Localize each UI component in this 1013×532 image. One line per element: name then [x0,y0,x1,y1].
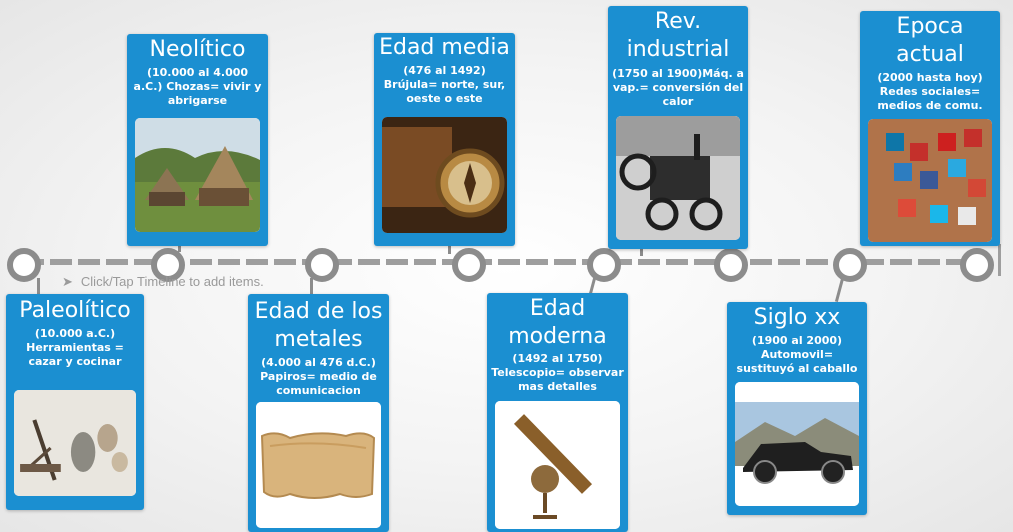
event-title: Edad de los metales [248,298,389,354]
connector-moderna [589,278,596,294]
timeline-node-5[interactable] [587,248,621,282]
event-card-actual[interactable]: Epoca actual (2000 hasta hoy) Redes soci… [860,11,1000,246]
papyrus-image [256,402,381,528]
event-description: (1900 al 2000) Automovil= sustituyó al c… [727,334,867,376]
event-description: (476 al 1492) Brújula= norte, sur, oeste… [374,64,515,106]
event-card-neolitico[interactable]: Neolítico (10.000 al 4.000 a.C.) Chozas=… [127,34,268,246]
event-title: Rev. industrial [608,8,748,64]
event-title: Paleolítico [6,298,144,324]
timeline-node-4[interactable] [452,248,486,282]
car-image [735,382,859,506]
event-description: (10.000 a.C.) Herramientas = cazar y coc… [6,327,144,369]
connector-media [448,246,451,254]
event-card-paleolitico[interactable]: Paleolítico (10.000 a.C.) Herramientas =… [6,294,144,510]
connector-sigloxx [835,278,844,302]
telescope-image [495,401,620,529]
hint-text: Click/Tap Timeline to add items. [81,274,264,289]
tools-image [14,390,136,496]
timeline-node-6[interactable] [714,248,748,282]
cursor-arrow-icon: ➤ [62,274,73,290]
event-description: (4.000 al 476 d.C.) Papiros= medio de co… [248,356,389,398]
connector-metales [310,278,313,294]
steam-engine-image [616,116,740,240]
timeline-node-1[interactable] [7,248,41,282]
event-card-metales[interactable]: Edad de los metales (4.000 al 476 d.C.) … [248,294,389,532]
event-title: Siglo xx [727,305,867,331]
event-title: Edad moderna [487,295,628,351]
event-description: (10.000 al 4.000 a.C.) Chozas= vivir y a… [127,66,268,108]
event-title: Epoca actual [860,13,1000,69]
event-description: (1492 al 1750) Telescopio= observar mas … [487,352,628,394]
timeline-node-7[interactable] [833,248,867,282]
connector-paleolitico [37,278,40,294]
event-description: (1750 al 1900)Máq. a vap.= conversión de… [608,67,748,109]
compass-image [382,117,507,233]
timeline-node-3[interactable] [305,248,339,282]
timeline-hint: ➤ Click/Tap Timeline to add items. [62,274,264,290]
timeline-end-cap [998,244,1001,276]
event-title: Neolítico [127,37,268,63]
event-card-media[interactable]: Edad media (476 al 1492) Brújula= norte,… [374,33,515,246]
event-card-moderna[interactable]: Edad moderna (1492 al 1750) Telescopio= … [487,293,628,532]
event-card-industrial[interactable]: Rev. industrial (1750 al 1900)Máq. a vap… [608,6,748,249]
event-description: (2000 hasta hoy) Redes sociales= medios … [860,71,1000,113]
event-card-sigloxx[interactable]: Siglo xx (1900 al 2000) Automovil= susti… [727,302,867,515]
huts-image [135,118,260,232]
event-title: Edad media [374,35,515,61]
timeline-node-8[interactable] [960,248,994,282]
social-media-image [868,119,992,242]
